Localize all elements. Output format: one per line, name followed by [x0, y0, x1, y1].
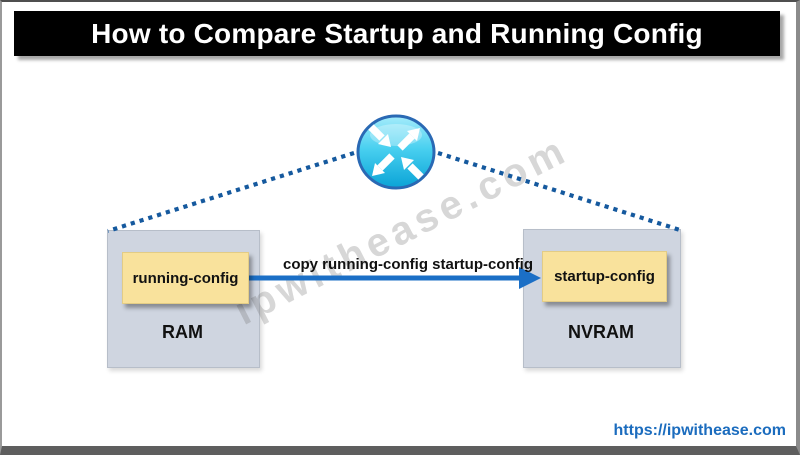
router-arrows-icon — [368, 124, 424, 180]
startup-config-box: startup-config — [542, 251, 667, 302]
copy-arrow — [248, 267, 541, 289]
dotted-link-left — [107, 150, 355, 234]
running-config-label: running-config — [132, 269, 239, 287]
title-banner: How to Compare Startup and Running Confi… — [14, 11, 780, 56]
nvram-label: NVRAM — [568, 322, 634, 342]
command-label: copy running-config startup-config — [283, 256, 533, 273]
router-icon — [356, 114, 436, 190]
running-config-box: running-config — [122, 252, 249, 304]
dotted-link-right — [437, 150, 681, 233]
ram-label: RAM — [162, 322, 203, 342]
startup-config-label: startup-config — [554, 268, 655, 285]
footer-link[interactable]: https://ipwithease.com — [613, 422, 786, 439]
page-title: How to Compare Startup and Running Confi… — [91, 18, 703, 49]
copy-arrow-head — [519, 267, 541, 289]
